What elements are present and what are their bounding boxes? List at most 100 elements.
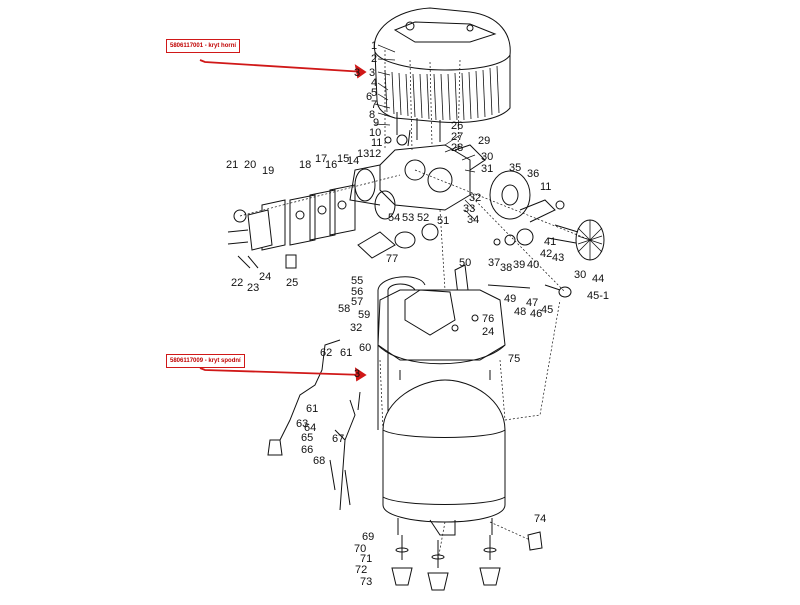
part-label: 58 [338, 303, 350, 315]
part-label: 40 [527, 259, 539, 271]
part-label: 29 [478, 135, 490, 147]
part-label: 63 [296, 418, 308, 430]
part-label: 53 [402, 212, 414, 224]
callout-top-number: 3 [354, 67, 360, 79]
part-label: 51 [437, 215, 449, 227]
part-label: 46 [530, 308, 542, 320]
part-label: 44 [592, 273, 604, 285]
part-label: 71 [360, 553, 372, 565]
part-label: 68 [313, 455, 325, 467]
part-label: 42 [540, 248, 552, 260]
part-label: 34 [467, 214, 479, 226]
leader-lines [374, 44, 476, 221]
part-label: 72 [355, 564, 367, 576]
part-label: 15 [337, 153, 349, 165]
part-label: 22 [231, 277, 243, 289]
part-label: 6 [366, 91, 372, 103]
part-label: 7 [371, 99, 377, 111]
valve-plates [227, 184, 356, 269]
part-label: 32 [350, 322, 362, 334]
part-label: 52 [417, 212, 429, 224]
part-label: 33 [463, 203, 475, 215]
part-label: 41 [544, 236, 556, 248]
part-label: 23 [247, 282, 259, 294]
callout-bottom-number: 3 [354, 368, 360, 380]
part-label: 50 [459, 257, 471, 269]
part-label: 76 [482, 313, 494, 325]
part-label: 28 [451, 142, 463, 154]
part-label: 31 [481, 163, 493, 175]
part-label: 54 [388, 212, 400, 224]
part-label: 24 [482, 326, 494, 338]
part-label: 47 [526, 297, 538, 309]
part-label: 45 [541, 304, 553, 316]
part-label: 10 [369, 127, 381, 139]
part-label: 73 [360, 576, 372, 588]
part-label: 67 [332, 433, 344, 445]
part-label: 3 [369, 67, 375, 79]
pulley [489, 170, 565, 223]
part-label: 12 [369, 148, 381, 160]
top-cover [373, 7, 511, 123]
part-label: 21 [226, 159, 238, 171]
part-label: 27 [451, 131, 463, 143]
pump-block [349, 144, 486, 211]
part-label: 45-1 [587, 290, 609, 302]
part-label: 32 [469, 192, 481, 204]
part-label: 59 [358, 309, 370, 321]
part-label: 17 [315, 153, 327, 165]
part-label: 8 [369, 109, 375, 121]
part-label: 37 [488, 257, 500, 269]
part-label: 24 [259, 271, 271, 283]
part-label: 48 [514, 306, 526, 318]
part-label: 49 [504, 293, 516, 305]
part-label: 38 [500, 262, 512, 274]
cover-screws [384, 112, 441, 147]
part-label: 61 [306, 403, 318, 415]
part-label: 13 [357, 148, 369, 160]
part-label: 11 [540, 181, 551, 193]
callout-arrows [199, 59, 367, 382]
part-label: 66 [301, 444, 313, 456]
callout-bottom-cover-label: 5806117009 - kryt spodní [166, 354, 245, 368]
part-label: 77 [386, 253, 398, 265]
part-label: 70 [354, 543, 366, 555]
part-label: 36 [527, 168, 539, 180]
part-label: 19 [262, 165, 274, 177]
hoses [267, 284, 572, 511]
part-label: 30 [574, 269, 586, 281]
part-label: 43 [552, 252, 564, 264]
part-label: 2 [371, 53, 377, 65]
part-label: 62 [320, 347, 332, 359]
part-label: 64 [304, 422, 316, 434]
part-label: 1 [371, 40, 377, 52]
part-label: 35 [509, 162, 521, 174]
part-label: 30 [481, 151, 493, 163]
motor-base [377, 289, 506, 365]
part-label: 20 [244, 159, 256, 171]
part-label: 56 [351, 286, 363, 298]
assembly-lines [239, 50, 591, 561]
tank-feet [391, 531, 543, 591]
part-label: 61 [340, 347, 352, 359]
handle-frame [377, 276, 426, 430]
air-tank [382, 370, 506, 536]
part-label: 5 [371, 87, 377, 99]
part-label: 65 [301, 432, 313, 444]
part-label: 25 [286, 277, 298, 289]
callout-top-cover-label: 5806117001 - kryt horní [166, 39, 241, 53]
part-label: 4 [371, 77, 377, 89]
part-label: 55 [351, 275, 363, 287]
part-label: 18 [299, 159, 311, 171]
part-label: 74 [534, 513, 546, 525]
part-label: 14 [347, 155, 359, 167]
part-label: 9 [373, 117, 379, 129]
part-label: 57 [351, 296, 363, 308]
part-label: 39 [513, 259, 525, 271]
part-label: 60 [359, 342, 371, 354]
part-label: 26 [451, 120, 463, 132]
part-label: 75 [508, 353, 520, 365]
